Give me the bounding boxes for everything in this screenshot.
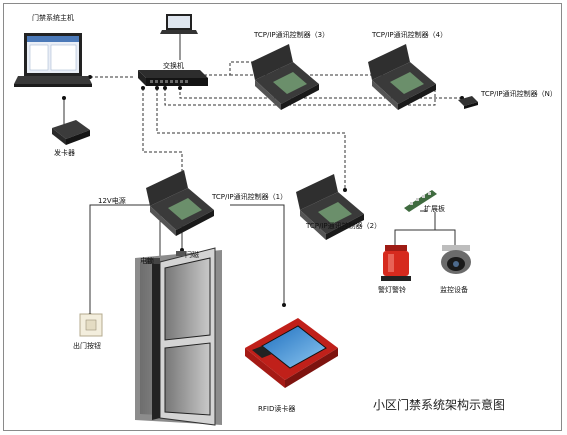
door-sensor-label: 门磁 [185, 250, 199, 259]
controller-2-icon [296, 174, 364, 240]
switch-label: 交换机 [163, 61, 184, 70]
camera-icon [441, 245, 471, 274]
exit-button-icon [79, 313, 103, 337]
monitor-icon [160, 14, 198, 34]
power-label: 12V电源 [98, 196, 126, 205]
controller-1-icon [146, 170, 214, 236]
controller-n-icon [458, 96, 478, 109]
card-issuer-label: 发卡器 [54, 148, 75, 157]
diagram-caption: 小区门禁系统架构示意图 [373, 397, 505, 412]
host-laptop-icon [14, 33, 92, 87]
controller-4-icon [368, 44, 436, 110]
rfid-reader-label: RFID读卡器 [258, 404, 295, 413]
exit-button-label: 出门按钮 [73, 341, 101, 350]
door-icon [135, 247, 222, 426]
controller-n-label: TCP/IP通讯控制器（N） [480, 89, 557, 98]
expansion-board-icon [404, 190, 437, 212]
controller-2-label: TCP/IP通讯控制器（2） [305, 221, 381, 230]
controller-1-label: TCP/IP通讯控制器（1） [211, 192, 287, 201]
controller-3-icon [251, 44, 319, 110]
lock-label: 电锁 [140, 256, 154, 265]
host-label: 门禁系统主机 [32, 13, 74, 22]
camera-label: 监控设备 [440, 285, 468, 294]
rfid-reader-icon [245, 318, 338, 388]
diagram-border [3, 3, 562, 431]
card-issuer-icon [52, 120, 90, 145]
alarm-label: 警灯警铃 [378, 285, 406, 294]
controller-3-label: TCP/IP通讯控制器（3） [253, 30, 329, 39]
alarm-light-icon [381, 245, 411, 281]
switch-icon [138, 70, 208, 86]
expansion-label: 扩展板 [424, 204, 445, 213]
controller-4-label: TCP/IP通讯控制器（4） [371, 30, 447, 39]
